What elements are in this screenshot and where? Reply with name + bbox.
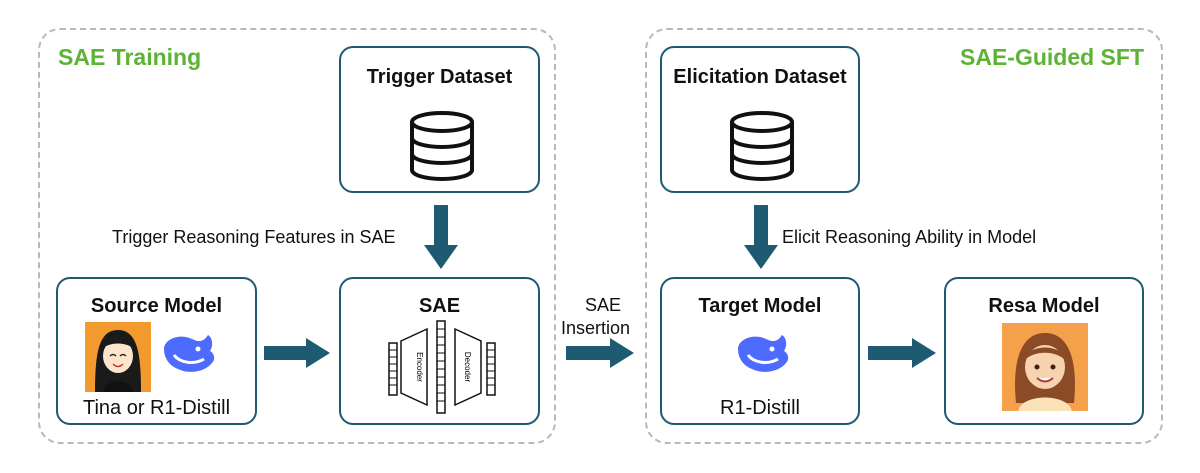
sae-training-title: SAE Training <box>58 44 202 70</box>
trigger-caption: Trigger Reasoning Features in SAE <box>112 227 396 247</box>
deepseek-whale-icon <box>164 335 215 372</box>
insertion-caption-line1: SAE <box>585 295 622 315</box>
elicit-caption: Elicit Reasoning Ability in Model <box>782 227 1037 247</box>
down-arrow-elicit <box>744 205 778 269</box>
insertion-caption-line2: Insertion <box>561 318 631 338</box>
target-model-title: Target Model <box>698 295 822 317</box>
sae-title: SAE <box>418 295 461 317</box>
trigger-dataset-box: Trigger Dataset <box>339 46 540 193</box>
target-model-subtitle: R1-Distill <box>720 397 800 419</box>
sae-guided-sft-title: SAE-Guided SFT <box>960 44 1144 70</box>
tina-avatar <box>85 322 151 392</box>
sae-training-panel <box>38 28 556 444</box>
sae-architecture-diagram: Encoder Decoder <box>388 320 496 414</box>
deepseek-whale-icon <box>738 335 789 372</box>
elicitation-dataset-title: Elicitation Dataset <box>673 66 847 88</box>
trigger-dataset-title: Trigger Dataset <box>366 66 513 88</box>
resa-model-box: Resa Model <box>944 277 1144 425</box>
database-icon <box>730 111 794 181</box>
source-model-title: Source Model <box>90 295 223 317</box>
encoder-label: Encoder <box>415 352 424 382</box>
database-icon <box>410 111 474 181</box>
decoder-label: Decoder <box>463 352 472 383</box>
target-model-box: Target Model R1-Distill <box>660 277 860 425</box>
sae-box: SAE Encoder Decoder <box>339 277 540 425</box>
resa-model-title: Resa Model <box>988 295 1100 317</box>
source-model-subtitle: Tina or R1-Distill <box>82 397 231 419</box>
down-arrow-trigger <box>424 205 458 269</box>
right-arrow-source-sae <box>264 338 330 368</box>
resa-avatar <box>1002 323 1088 411</box>
source-model-box: Source Model Tina or R1-Distill <box>56 277 257 425</box>
elicitation-dataset-box: Elicitation Dataset <box>660 46 860 193</box>
right-arrow-insertion <box>566 338 634 368</box>
right-arrow-target-resa <box>868 338 936 368</box>
sae-guided-sft-panel <box>645 28 1163 444</box>
